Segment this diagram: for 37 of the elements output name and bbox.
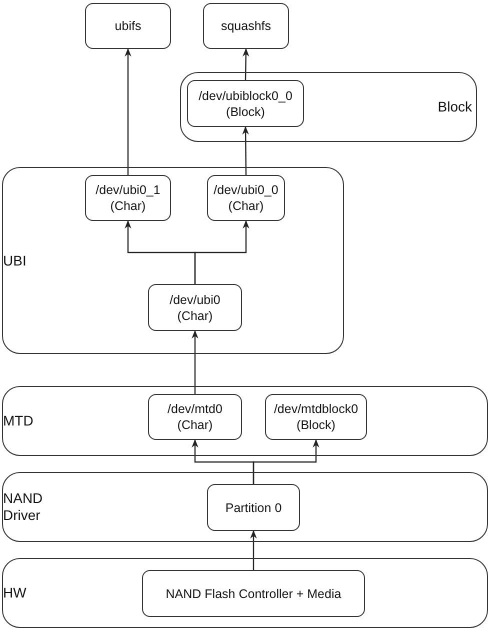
device-box	[187, 80, 304, 127]
device-box	[148, 394, 242, 440]
device-box	[207, 484, 300, 531]
device-label: NAND Flash Controller + Media	[164, 586, 342, 602]
layer-label: UBI	[3, 252, 28, 269]
arrow	[124, 48, 132, 175]
device-label: /dev/ubi0 (Char)	[168, 292, 222, 324]
layer-panel	[180, 72, 477, 142]
layer-label: HW	[3, 584, 28, 602]
layer-panel	[2, 472, 488, 542]
layer-label: Block	[436, 98, 472, 116]
arrow	[192, 330, 198, 394]
arrow	[250, 530, 257, 570]
layer-label: NAND Driver	[3, 490, 44, 524]
device-label: ubifs	[114, 18, 142, 34]
arrow	[242, 126, 249, 175]
device-label: /dev/ubi0_1 (Char)	[94, 182, 162, 214]
device-box	[142, 570, 365, 617]
arrow	[242, 48, 250, 80]
layer-label: MTD	[3, 412, 34, 430]
device-box	[148, 284, 242, 331]
device-box	[85, 3, 171, 49]
arrow	[194, 220, 250, 284]
layer-panel	[2, 167, 344, 354]
layer-panel	[2, 386, 488, 456]
layer-panel	[2, 558, 488, 628]
device-label: /dev/ubi0_0 (Char)	[212, 182, 280, 214]
device-label: /dev/mtdblock0 (Block)	[272, 401, 360, 433]
device-label: squashfs	[220, 18, 272, 34]
device-box	[203, 3, 289, 49]
device-box	[265, 394, 367, 440]
device-label: /dev/ubiblock0_0 (Block)	[198, 88, 294, 120]
device-label: Partition 0	[224, 500, 283, 516]
arrow	[252, 439, 320, 484]
device-box	[85, 175, 171, 221]
device-box	[207, 175, 285, 221]
device-label: /dev/mtd0 (Char)	[166, 401, 224, 433]
